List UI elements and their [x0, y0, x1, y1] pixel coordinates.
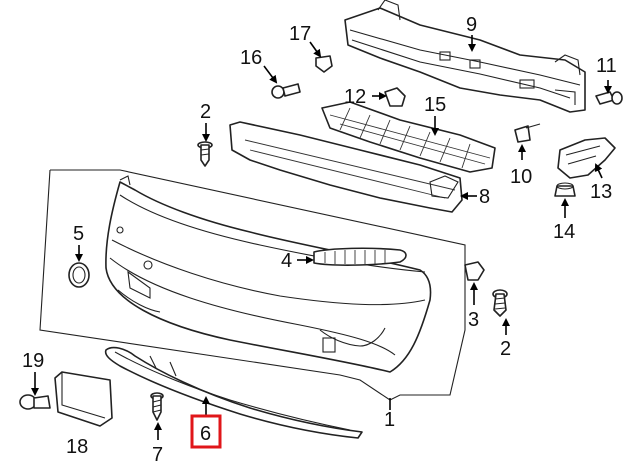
bumper-cover[interactable]	[105, 175, 432, 373]
bolt-11[interactable]	[595, 91, 623, 105]
callout-labels: 1 2 2 3 4 5 6 7 8 9 10 11 12 13 14 15 16…	[22, 14, 617, 466]
highlight-box	[190, 414, 222, 449]
callout-16[interactable]: 16	[240, 47, 262, 69]
screw-2-lower[interactable]	[492, 289, 508, 317]
callout-10[interactable]: 10	[510, 166, 532, 188]
retainer-nut[interactable]	[554, 182, 576, 197]
trim-strip[interactable]	[313, 247, 407, 266]
license-bracket[interactable]	[54, 371, 113, 427]
air-deflector[interactable]	[321, 101, 496, 173]
clip-3[interactable]	[464, 261, 485, 281]
callout-17[interactable]: 17	[289, 23, 311, 45]
lower-spoiler[interactable]	[104, 346, 363, 439]
side-bracket[interactable]	[557, 137, 616, 179]
callout-14[interactable]: 14	[553, 221, 575, 243]
callout-15[interactable]: 15	[424, 94, 446, 116]
nut-12[interactable]	[384, 87, 406, 107]
callout-12[interactable]: 12	[344, 86, 366, 108]
callout-2-upper[interactable]: 2	[200, 101, 211, 123]
push-pin[interactable]	[19, 394, 51, 410]
callout-4[interactable]: 4	[281, 250, 292, 272]
callout-1[interactable]: 1	[384, 409, 395, 431]
callout-9[interactable]: 9	[466, 14, 477, 36]
bolt-10[interactable]	[514, 123, 541, 143]
screw-2-upper[interactable]	[197, 141, 213, 167]
callout-5[interactable]: 5	[73, 223, 84, 245]
impact-bar[interactable]	[344, 0, 586, 113]
callout-6[interactable]: 6	[200, 423, 211, 445]
callout-2-lower[interactable]: 2	[500, 338, 511, 360]
callout-13[interactable]: 13	[590, 181, 612, 203]
callout-7[interactable]: 7	[152, 444, 163, 466]
callout-19[interactable]: 19	[22, 350, 44, 372]
screw-16[interactable]	[271, 83, 301, 99]
callout-8[interactable]: 8	[479, 186, 490, 208]
leader-lines	[31, 35, 612, 440]
callout-3[interactable]: 3	[468, 309, 479, 331]
callout-11[interactable]: 11	[596, 55, 617, 77]
clip-17[interactable]	[315, 55, 333, 73]
screw-7[interactable]	[150, 392, 164, 421]
cover-outline-box	[39, 169, 466, 401]
callout-18[interactable]: 18	[66, 436, 88, 458]
tow-hook-cover[interactable]	[68, 262, 90, 288]
energy-absorber[interactable]	[229, 121, 463, 213]
